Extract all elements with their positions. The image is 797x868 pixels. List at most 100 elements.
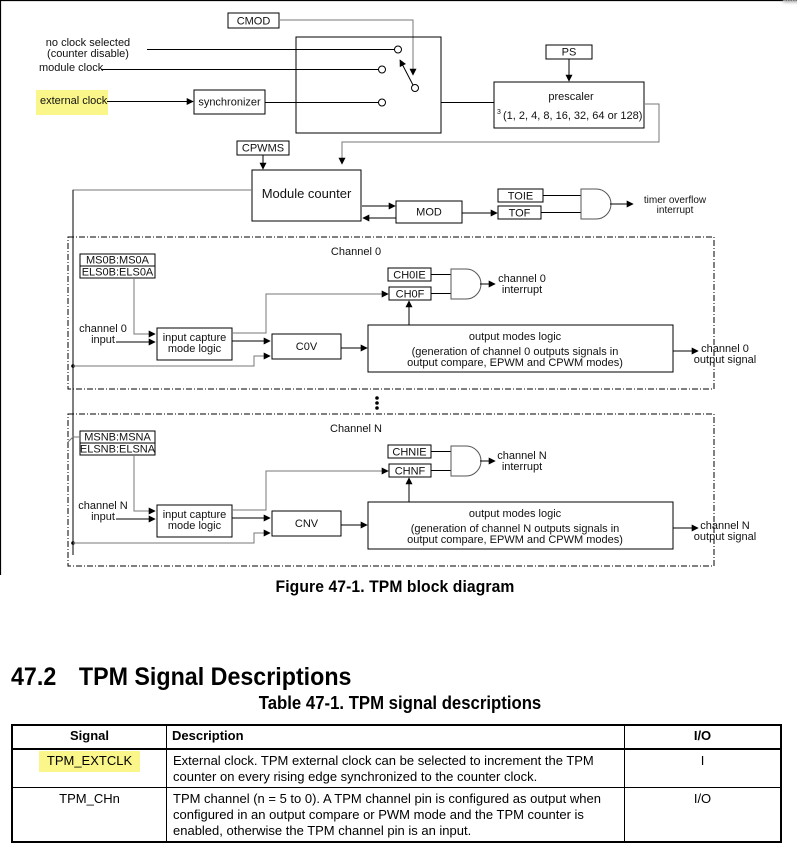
channel-frame	[67, 236, 715, 390]
header-description: Description	[166, 724, 625, 750]
no-clock-label: no clock selected	[46, 37, 130, 49]
channel-interrupt-label: channel N	[497, 450, 547, 462]
header-io: I/O	[624, 724, 782, 750]
and-gate-channel	[450, 268, 482, 300]
output-signal-label-2: output signal	[694, 354, 756, 366]
section-title: TPM Signal Descriptions	[78, 663, 352, 691]
prescaler-values: (1, 2, 4, 8, 16, 32, 64 or 128)	[503, 110, 642, 122]
input-capture-label-2: mode logic	[168, 343, 222, 355]
prescaler-title: prescaler	[548, 91, 594, 103]
ps-register: PS	[545, 44, 593, 60]
mode-select-wire	[133, 278, 156, 338]
mode-select-wire	[133, 455, 156, 515]
cmod-register: CMOD	[227, 12, 280, 29]
output-modes-desc-2: output compare, EPWM and CPWM modes)	[407, 534, 623, 546]
table-row: TPM_CHn TPM channel (n = 5 to 0). A TPM …	[11, 787, 782, 843]
synchronizer-block: synchronizer	[193, 89, 266, 115]
prescaler-superscript: 3	[497, 109, 501, 116]
input-capture-label: input capture	[163, 332, 227, 344]
channel-input-label: channel 0	[79, 323, 127, 335]
ie-register-label: CHNIE	[392, 447, 426, 459]
output-modes-title: output modes logic	[469, 508, 562, 520]
signal-cell: TPM_CHn	[11, 787, 167, 843]
io-cell: I	[624, 748, 782, 788]
io-cell: I/O	[624, 787, 782, 843]
ie-register-label: CH0IE	[393, 270, 425, 282]
tof-label: TOF	[509, 208, 531, 220]
signal-descriptions-table: Signal Description I/O TPM_EXTCLK Extern…	[11, 724, 782, 843]
figure-caption: Figure 47-1. TPM block diagram	[275, 578, 515, 596]
and-gate-channel	[450, 445, 482, 477]
channel-input-label-2: input	[91, 334, 115, 346]
header-signal: Signal	[11, 724, 167, 750]
cmod-label: CMOD	[237, 16, 271, 28]
els-register-label: ELS0B:ELS0A	[82, 267, 154, 279]
input-capture-block	[156, 327, 233, 361]
and-gate-overflow	[580, 188, 612, 220]
table-row: TPM_EXTCLK External clock. TPM external …	[11, 748, 782, 788]
cpwms-label: CPWMS	[242, 143, 284, 155]
flag-register-label: CH0F	[396, 289, 425, 301]
flag-register-label: CHNF	[395, 466, 426, 478]
output-signal-label: channel 0	[701, 343, 749, 355]
table-header-row: Signal Description I/O	[11, 724, 782, 750]
signal-cell: TPM_EXTCLK	[11, 748, 167, 788]
tpm-block-diagram: no clock selected (counter disable) modu…	[0, 0, 783, 575]
counter-to-value-wire	[73, 352, 271, 367]
timer-overflow-interrupt-label: interrupt	[657, 205, 694, 216]
mod-label: MOD	[416, 207, 442, 219]
els-register	[79, 442, 156, 456]
channel-interrupt-label: channel 0	[498, 273, 546, 285]
input-capture-label: input capture	[163, 509, 227, 521]
description-cell: External clock. TPM external clock can b…	[166, 748, 625, 788]
channel-interrupt-label-2: interrupt	[502, 284, 542, 296]
synchronizer-label: synchronizer	[198, 97, 261, 109]
els-register	[79, 265, 156, 279]
channel-frame	[67, 413, 715, 567]
value-register-label: CNV	[295, 518, 319, 530]
highlighted-signal: TPM_EXTCLK	[38, 751, 141, 772]
counter-disable-label: (counter disable)	[47, 48, 129, 60]
msn-connector	[67, 436, 80, 443]
counter-to-value-wire	[73, 529, 271, 544]
value-register	[271, 333, 342, 360]
ms-register-label: MSNB:MSNA	[84, 432, 151, 444]
output-modes-block	[367, 324, 674, 373]
mod-register: MOD	[395, 200, 463, 224]
clock-inputs: no clock selected (counter disable) modu…	[36, 37, 130, 115]
channel-ellipsis	[375, 396, 379, 410]
module-counter-label: Module counter	[262, 186, 352, 201]
cpwms-register: CPWMS	[236, 140, 290, 156]
module-clock-label: module clock	[39, 62, 104, 74]
ps-label: PS	[562, 47, 577, 59]
input-capture-block	[156, 504, 233, 538]
channel-input-label-2: input	[91, 511, 115, 523]
channel-input-label: channel N	[78, 500, 128, 512]
module-counter-block: Module counter	[251, 169, 362, 222]
output-modes-desc: (generation of channel 0 outputs signals…	[412, 346, 619, 358]
description-cell: TPM channel (n = 5 to 0). A TPM channel …	[166, 787, 625, 843]
output-modes-block	[367, 501, 674, 550]
value-register	[271, 510, 342, 537]
output-modes-desc: (generation of channel N outputs signals…	[411, 523, 620, 535]
table-title: Table 47-1. TPM signal descriptions	[258, 693, 542, 713]
section-number: 47.2	[11, 663, 57, 691]
external-clock-highlight	[36, 90, 108, 115]
output-signal-label-2: output signal	[694, 531, 756, 543]
els-register-label: ELSNB:ELSNA	[80, 444, 156, 456]
external-clock-label: external clock	[40, 95, 108, 107]
value-register-label: C0V	[296, 341, 318, 353]
channel-title: Channel N	[330, 423, 382, 435]
output-modes-title: output modes logic	[469, 331, 562, 343]
input-capture-label-2: mode logic	[168, 520, 222, 532]
section-heading: 47.2 TPM Signal Descriptions	[11, 663, 351, 692]
toie-register: TOIE	[497, 188, 544, 203]
capture-to-flag-wire	[232, 290, 389, 334]
prescaler-block: prescaler 3 (1, 2, 4, 8, 16, 32, 64 or 1…	[493, 81, 645, 129]
tof-register: TOF	[497, 205, 542, 220]
ms-register-label: MS0B:MS0A	[86, 255, 150, 267]
channel-title: Channel 0	[331, 246, 381, 258]
